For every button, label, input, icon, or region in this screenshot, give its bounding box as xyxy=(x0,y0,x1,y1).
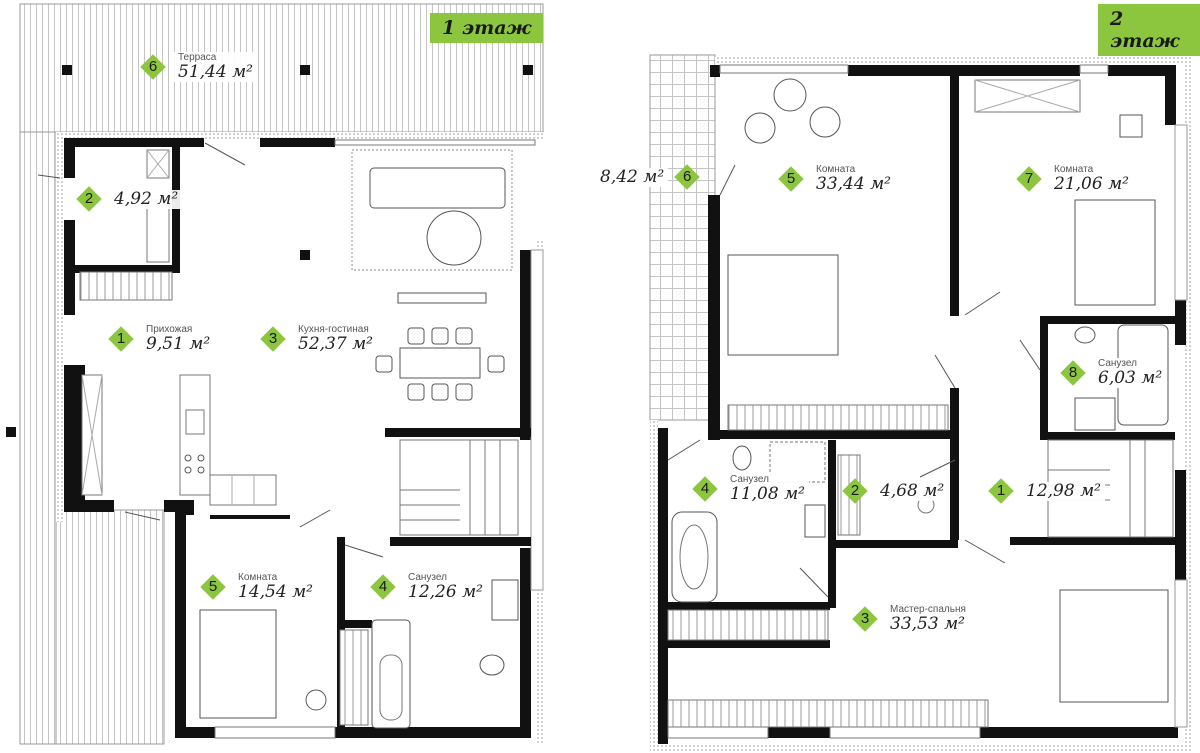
room-number: 3 xyxy=(860,610,870,627)
room-number-marker: 1 xyxy=(988,478,1014,504)
room-name: Комната xyxy=(816,164,856,175)
room-area: 4,68 м² xyxy=(880,480,945,501)
room-label-storage: 2 4,92 м² xyxy=(76,186,183,212)
room-area: 14,54 м² xyxy=(238,582,313,602)
room-number: 6 xyxy=(683,168,692,185)
room-number-marker: 7 xyxy=(1016,166,1042,192)
room-number-marker: 6 xyxy=(674,164,700,190)
room-area: 33,44 м² xyxy=(816,174,891,194)
room-number: 4 xyxy=(700,480,710,497)
room-number: 8 xyxy=(1068,364,1078,381)
room-number: 6 xyxy=(148,58,158,75)
room-name: Санузел xyxy=(730,474,769,485)
room-number-marker: 1 xyxy=(108,326,134,352)
room-area: 8,42 м² xyxy=(600,166,665,187)
room-name: Кухня-гостиная xyxy=(298,324,369,335)
floor-2-badge: 2 этаж xyxy=(1098,4,1200,56)
room-area: 12,98 м² xyxy=(1026,480,1101,501)
room-area: 4,92 м² xyxy=(114,188,179,209)
room-number-marker: 4 xyxy=(370,574,396,600)
room-number-marker: 6 xyxy=(140,54,166,80)
room-name: Санузел xyxy=(408,572,447,583)
floor-2-plan xyxy=(649,54,1193,752)
room-area: 33,53 м² xyxy=(890,614,965,634)
room-number: 1 xyxy=(116,330,126,347)
room-number-marker: 4 xyxy=(692,476,718,502)
room-number: 4 xyxy=(378,578,388,595)
room-number-marker: 3 xyxy=(852,606,878,632)
room-area: 12,26 м² xyxy=(408,582,483,602)
room-name: Санузел xyxy=(1098,358,1137,369)
floor-1-badge: 1 этаж xyxy=(430,13,544,43)
room-name: Терраса xyxy=(178,52,217,63)
room-number: 5 xyxy=(786,170,796,187)
room-name: Прихожая xyxy=(146,324,193,335)
room-number: 1 xyxy=(996,482,1006,499)
room-name: Мастер-спальня xyxy=(890,604,966,615)
room-area: 51,44 м² xyxy=(178,62,253,82)
room-number: 3 xyxy=(268,330,278,347)
floor-1-plan xyxy=(6,3,544,745)
room-number: 5 xyxy=(208,578,218,595)
room-number: 7 xyxy=(1024,170,1034,187)
room-number-marker: 2 xyxy=(76,186,102,212)
room-area: 6,03 м² xyxy=(1098,368,1163,388)
room-area: 11,08 м² xyxy=(730,484,805,504)
room-number-marker: 3 xyxy=(260,326,286,352)
room-label-balcony: 6 8,42 м² xyxy=(596,164,700,190)
room-number-marker: 5 xyxy=(200,574,226,600)
room-name: Комната xyxy=(238,572,278,583)
room-number: 2 xyxy=(84,190,94,207)
room-number: 2 xyxy=(850,482,860,499)
room-label-dressing: 2 4,68 м² xyxy=(842,478,949,504)
room-number-marker: 8 xyxy=(1060,360,1086,386)
room-name: Комната xyxy=(1054,164,1094,175)
room-number-marker: 2 xyxy=(842,478,868,504)
room-area: 21,06 м² xyxy=(1054,174,1129,194)
room-area: 52,37 м² xyxy=(298,334,373,354)
room-area: 9,51 м² xyxy=(146,334,211,354)
room-label-hall: 1 12,98 м² xyxy=(988,478,1105,504)
room-number-marker: 5 xyxy=(778,166,804,192)
